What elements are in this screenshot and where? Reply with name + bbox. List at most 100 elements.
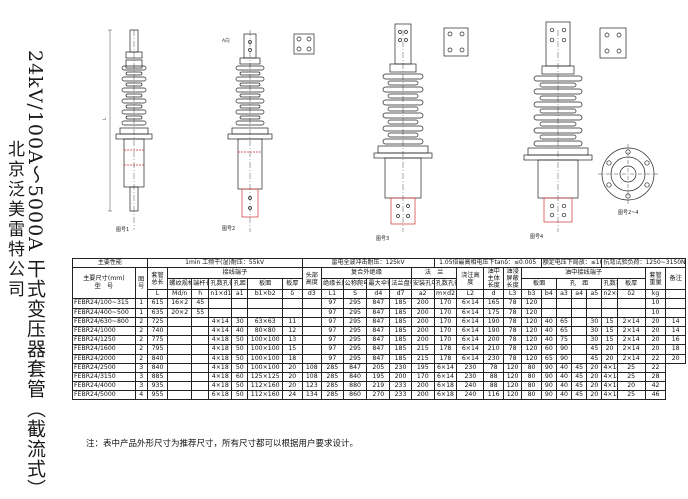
table-cell: 847 [366,307,391,318]
table-cell: 4×14 [208,316,233,327]
table-cell: 885 [146,371,169,383]
table-cell: 200 [410,298,435,309]
table-cell [601,298,618,309]
table-cell: 2 [134,353,148,364]
symbol-cell: S [342,289,368,300]
symbol-cell: L2 [456,289,485,300]
table-cell: 935 [146,381,169,392]
table-cell: 4×18 [208,335,233,346]
model-cell: FEBR24/4000 [72,381,136,392]
table-cell: 185 [389,353,412,364]
table-cell: 20 [644,344,667,355]
table-cell: 6×18 [208,390,233,401]
table-cell: 1 [134,307,148,318]
table-cell: 30 [586,316,603,327]
figure-2-bushing-drawing: A向 图号2 [222,30,315,232]
table-cell: 2×14 [616,316,646,327]
table-cell: 46 [644,390,667,401]
table-cell: 100×100 [247,335,284,346]
table-cell [555,298,573,309]
table-cell: 120 [502,362,523,373]
table-cell: 78 [502,335,523,346]
table-cell: 120 [521,353,542,364]
table-cell: 80 [521,381,542,392]
table-cell: 200 [483,335,504,346]
table-cell: 120 [521,344,542,355]
remark-header: 备注 [665,267,686,291]
table-cell: 45 [571,371,588,383]
table-cell: 30 [586,335,603,346]
table-cell [208,298,233,309]
table-cell: 20 [601,353,618,364]
view-a-label: A向 [222,37,230,44]
table-cell: 4×14 [601,362,618,373]
table-cell: 20 [616,381,646,392]
flange-header: 法 兰 [410,267,458,280]
table-cell [191,335,210,346]
table-cell [665,298,686,309]
table-cell: 14 [665,316,686,327]
table-cell: 80×80 [247,325,284,337]
table-cell [571,307,588,318]
table-cell: 78 [502,325,523,337]
table-cell: 285 [321,390,344,401]
table-cell: 97 [321,353,344,364]
symbol-cell: a4 [571,289,588,300]
table-cell: 6×14 [456,298,485,309]
fig-no-header: 图号 [134,267,148,300]
table-cell [167,325,193,337]
table-cell: 270 [366,390,391,401]
table-cell: 55 [191,307,210,318]
table-cell: 97 [321,307,344,318]
table-cell: 40 [540,325,557,337]
table-cell: 4×14 [601,390,618,401]
shed-dia-header: 最大伞径 [366,278,391,291]
table-cell: 295 [342,344,368,355]
model-cell: FEBR24/2500 [72,362,136,373]
model-cell: FEBR24/5000 [72,390,136,401]
table-cell: 170 [433,298,458,309]
oil-hole-pitch-header: 孔 距 [555,278,603,291]
table-cell [571,344,588,355]
table-cell: 10 [644,298,667,309]
table-cell: 847 [366,298,391,309]
table-cell: 178 [433,344,458,355]
table-cell: 3 [134,371,148,383]
table-cell: 120 [521,316,542,327]
power-freq-withstand: 1min 工频干(湿)耐压：55kV [146,257,303,269]
symbol-cell: L3 [502,289,523,300]
table-cell: 847 [366,335,391,346]
table-cell: 2 [134,325,148,337]
table-cell: 190 [483,325,504,337]
model-cell: FEBR24/1000 [72,325,136,337]
table-cell: 123 [301,381,323,392]
table-cell: 200 [410,325,435,337]
table-cell: 295 [342,325,368,337]
table-cell: 1 [134,298,148,309]
table-cell [301,344,323,355]
table-cell: 195 [366,371,391,383]
plate-face-header: 板面 [247,278,284,291]
table-cell: 185 [389,316,412,327]
table-cell: 2×14 [616,344,646,355]
table-cell: 6×14 [456,325,485,337]
table-cell [301,307,323,318]
table-cell: 230 [483,353,504,364]
table-cell: 65 [555,316,573,327]
table-cell: 65 [555,325,573,337]
table-cell: 40 [555,371,573,383]
flange-dia-header: 法兰盘径 [389,278,412,291]
table-cell: 4×18 [208,371,233,383]
table-cell: 20 [586,381,603,392]
symbol-cell: a5 [586,289,603,300]
table-cell: 215 [410,353,435,364]
table-cell: 215 [410,344,435,355]
table-cell: 840 [146,362,169,373]
table-cell: 2 [134,344,148,355]
model-cell: FEBR24/1250 [72,335,136,346]
table-cell: 4×18 [208,381,233,392]
symbol-cell: L [146,289,169,300]
table-cell: 18 [665,344,686,355]
table-cell: 200 [410,307,435,318]
